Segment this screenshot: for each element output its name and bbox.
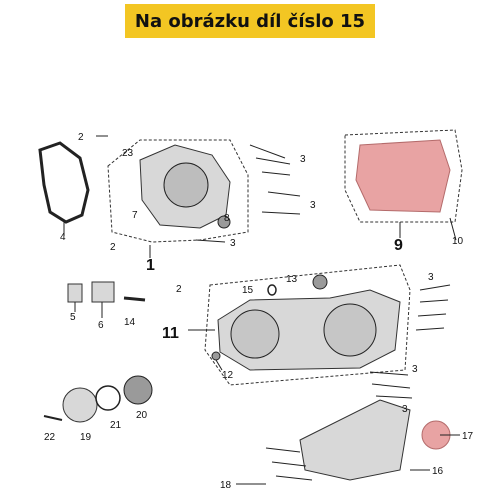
leader-lines: [63, 135, 460, 485]
sensor-part-6[interactable]: [91, 281, 115, 303]
bolts-part-18[interactable]: [265, 447, 313, 481]
label-3-d: 3: [428, 272, 434, 283]
label-12: 12: [222, 370, 234, 381]
cover-part-9[interactable]: [355, 139, 451, 213]
label-2-top: 2: [78, 132, 84, 143]
label-5: 5: [70, 312, 76, 323]
label-21: 21: [110, 420, 122, 431]
group-outline-part-9: [344, 129, 463, 223]
screws-part-3-top[interactable]: [195, 144, 301, 243]
label-18: 18: [220, 480, 232, 491]
label-6: 6: [98, 320, 104, 331]
label-11: 11: [162, 325, 179, 342]
cover-dial: [163, 162, 209, 208]
label-7: 7: [132, 210, 138, 221]
group-outline-part-11: [204, 264, 411, 386]
bearing-part-13[interactable]: [312, 274, 328, 290]
label-23: 23: [122, 148, 134, 159]
label-3-e: 3: [412, 364, 418, 375]
ring-part-21[interactable]: [95, 385, 121, 411]
label-15: 15: [242, 285, 254, 296]
label-3-b: 3: [310, 200, 316, 211]
pulley-right: [323, 303, 377, 357]
label-8: 8: [224, 213, 230, 224]
label-3-a: 3: [300, 154, 306, 165]
label-9: 9: [394, 237, 403, 254]
label-22: 22: [44, 432, 56, 443]
gasket-part-4[interactable]: [38, 141, 90, 224]
label-13: 13: [286, 274, 298, 285]
label-14: 14: [124, 317, 136, 328]
crankcase-part-16[interactable]: [299, 399, 411, 481]
pulley-left: [230, 309, 280, 359]
label-2-low: 2: [176, 284, 182, 295]
bracket-part-5[interactable]: [67, 283, 83, 303]
bolt-part-14[interactable]: [123, 296, 146, 302]
oring-part-15[interactable]: [267, 284, 277, 296]
label-3-c: 3: [230, 238, 236, 249]
banner-title: Na obrázku díl číslo 15: [134, 10, 366, 32]
label-19: 19: [80, 432, 92, 443]
label-17: 17: [462, 431, 474, 442]
label-4: 4: [60, 232, 66, 243]
label-10: 10: [452, 236, 464, 247]
label-1: 1: [146, 257, 155, 274]
screws-part-3-right[interactable]: [369, 284, 451, 399]
plug-part-12[interactable]: [211, 351, 221, 361]
label-16: 16: [432, 466, 444, 477]
label-2-mid: 2: [110, 242, 116, 253]
title-banner: Na obrázku díl číslo 15: [125, 4, 375, 38]
group-outline-part-1: [107, 139, 249, 243]
label-20: 20: [136, 410, 148, 421]
filter-part-20[interactable]: [123, 375, 153, 405]
label-3-f: 3: [402, 404, 408, 415]
seal-part-8[interactable]: [217, 215, 231, 229]
cap-part-19[interactable]: [62, 387, 98, 423]
bolt-part-22[interactable]: [43, 415, 63, 421]
